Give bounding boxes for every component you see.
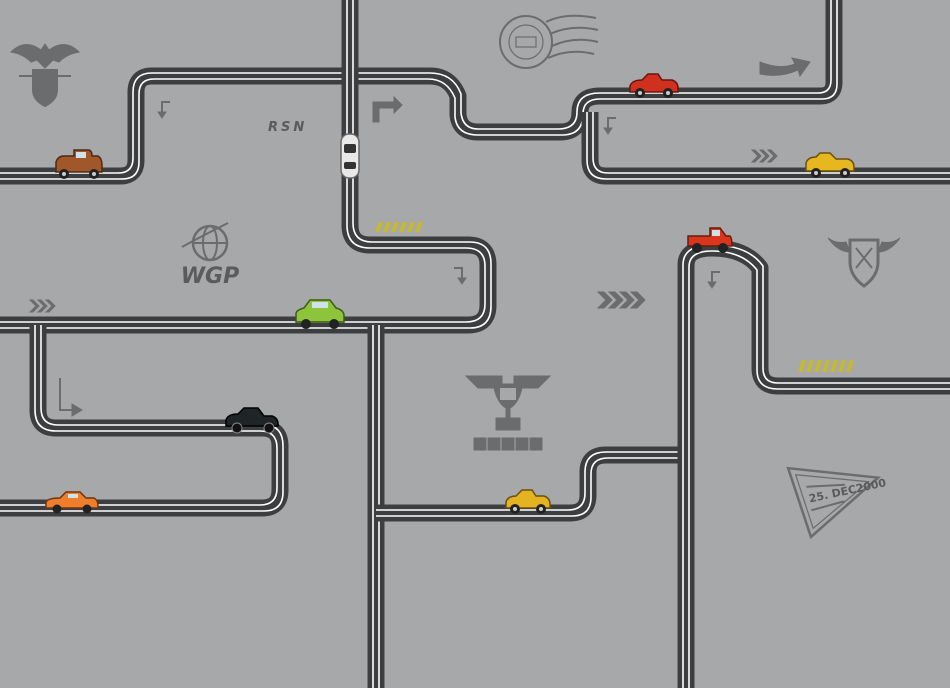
yellow-convertible-car[interactable] — [805, 152, 855, 178]
chevrons-icon — [28, 149, 778, 313]
rsn-label: RSN — [268, 120, 307, 135]
turn-arrow-icon — [157, 101, 720, 289]
eagle-shield-icon — [9, 43, 81, 108]
turn-arrow-icon — [59, 378, 83, 417]
brown-vintage-car[interactable] — [55, 149, 103, 179]
white-sports-car[interactable] — [340, 133, 360, 179]
red-pickup-truck[interactable] — [687, 227, 733, 253]
globe-logo-icon: WGP — [181, 222, 239, 289]
trophy-icon — [464, 375, 552, 451]
hazard-stripes-icon — [375, 222, 854, 372]
rsn-logo: RSN — [268, 120, 307, 135]
red-roadster-car[interactable] — [629, 73, 679, 98]
yellow-roadster-car[interactable] — [505, 489, 551, 514]
black-classic-car[interactable] — [225, 407, 279, 434]
stamp-date-label: 25. DEC2000 — [808, 476, 888, 505]
green-compact-car[interactable] — [295, 299, 345, 329]
winged-badge-icon — [827, 237, 901, 288]
arrow-icon — [372, 95, 403, 123]
orange-coupe-car[interactable] — [45, 491, 99, 514]
wgp-label: WGP — [181, 264, 239, 289]
postmark-stamp-icon — [499, 14, 599, 69]
arrow-icon — [759, 57, 811, 78]
triangle-stamp-icon: 25. DEC2000 — [786, 466, 888, 540]
